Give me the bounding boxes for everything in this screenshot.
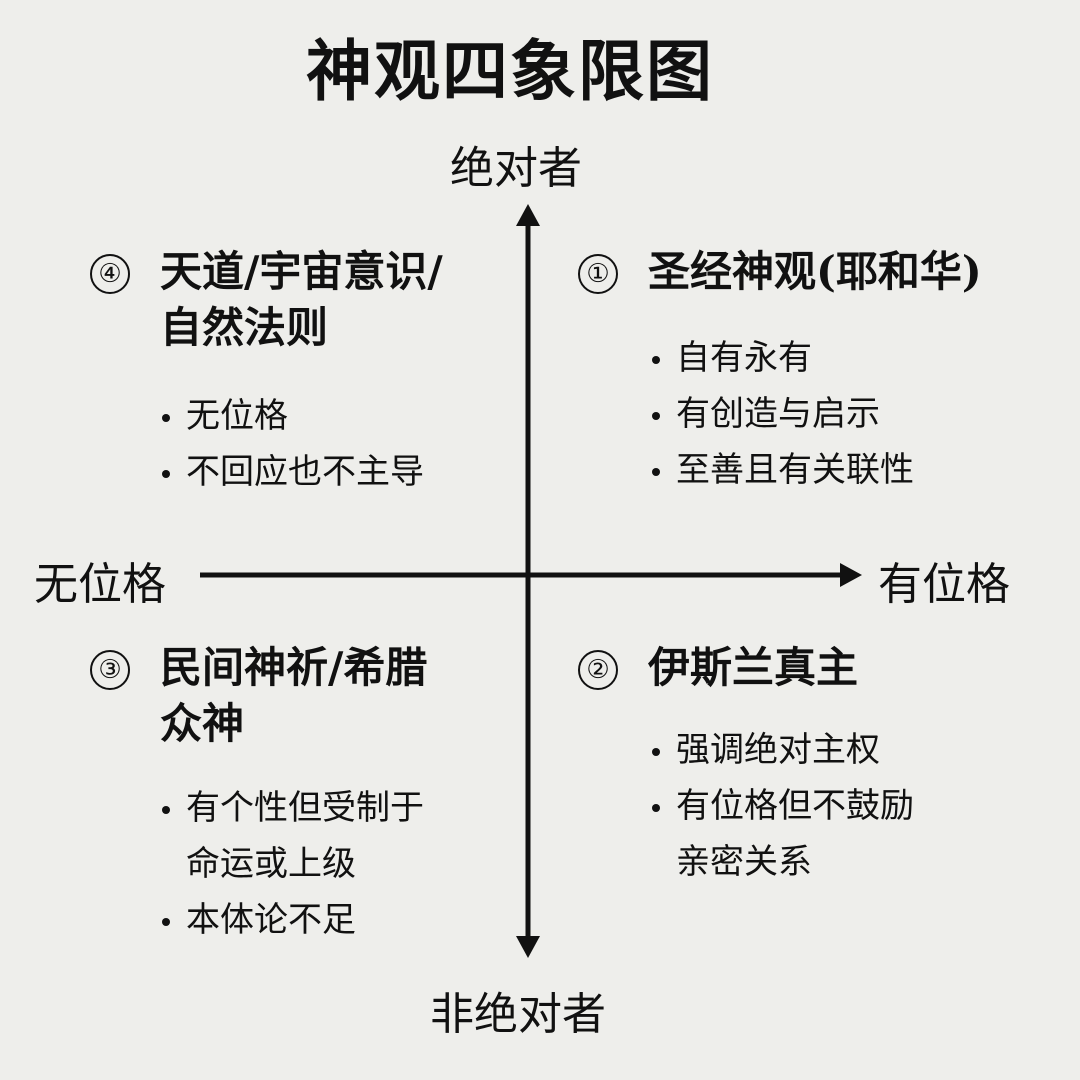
title-line: 自然法则	[160, 303, 329, 352]
right-arrow-icon	[840, 563, 862, 587]
list-item: 强调绝对主权	[650, 722, 914, 778]
title-line: 圣经神观(耶和华)	[648, 247, 982, 296]
down-arrow-icon	[516, 936, 540, 958]
page-title: 神观四象限图	[306, 33, 714, 110]
quadrant-number: ②	[578, 650, 618, 690]
quadrant-title: 圣经神观(耶和华)	[648, 244, 982, 300]
bullet-list: 强调绝对主权 有位格但不鼓励 亲密关系	[650, 722, 914, 890]
title-line: 民间神祈/希腊	[160, 643, 428, 692]
axis-label-bottom: 非绝对者	[430, 989, 606, 1040]
quadrant-1: ① 圣经神观(耶和华) 自有永有 有创造与启示 至善且有关联性	[578, 244, 982, 498]
quadrant-title: 民间神祈/希腊 众神	[160, 640, 427, 752]
list-item: 有创造与启示	[650, 386, 982, 442]
quadrant-title: 伊斯兰真主	[648, 640, 858, 696]
list-item: 有个性但受制于 命运或上级	[160, 780, 427, 892]
bullet-list: 无位格 不回应也不主导	[160, 388, 443, 500]
axis-label-left: 无位格	[34, 559, 166, 610]
list-item: 自有永有	[650, 330, 982, 386]
list-item: 有位格但不鼓励 亲密关系	[650, 778, 914, 890]
title-line: 众神	[160, 699, 245, 748]
title-line: 天道/宇宙意识/	[160, 247, 443, 296]
quadrant-title: 天道/宇宙意识/ 自然法则	[160, 244, 443, 356]
quadrant-number: ③	[90, 650, 130, 690]
list-item: 本体论不足	[160, 892, 427, 948]
quadrant-4: ④ 天道/宇宙意识/ 自然法则 无位格 不回应也不主导	[90, 244, 443, 500]
list-item: 至善且有关联性	[650, 442, 982, 498]
list-item: 不回应也不主导	[160, 444, 443, 500]
bullet-list: 自有永有 有创造与启示 至善且有关联性	[650, 330, 982, 498]
quadrant-3: ③ 民间神祈/希腊 众神 有个性但受制于 命运或上级 本体论不足	[90, 640, 427, 948]
title-line: 伊斯兰真主	[648, 643, 859, 692]
bullet-list: 有个性但受制于 命运或上级 本体论不足	[160, 780, 427, 948]
list-item: 无位格	[160, 388, 443, 444]
quadrant-number: ④	[90, 254, 130, 294]
quadrant-2: ② 伊斯兰真主 强调绝对主权 有位格但不鼓励 亲密关系	[578, 640, 914, 890]
quadrant-number: ①	[578, 254, 618, 294]
up-arrow-icon	[516, 204, 540, 226]
axis-label-top: 绝对者	[450, 143, 582, 194]
axis-label-right: 有位格	[878, 559, 1010, 610]
